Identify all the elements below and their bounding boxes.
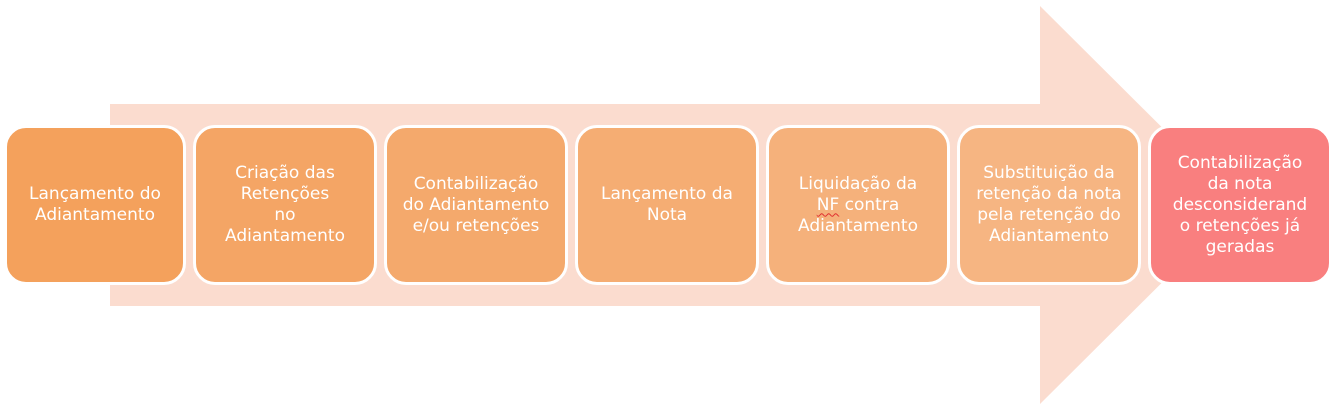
- step-6-label: Substituição da retenção da nota pela re…: [976, 163, 1122, 246]
- step-5: Liquidação da NF contra Adiantamento: [766, 125, 950, 285]
- step-4-label: Lançamento da Nota: [601, 184, 733, 225]
- step-2: Criação das Retenções no Adiantamento: [193, 125, 377, 285]
- step-5-label: Liquidação da NF contra Adiantamento: [798, 174, 918, 237]
- step-6: Substituição da retenção da nota pela re…: [957, 125, 1141, 285]
- step-7-label: Contabilização da nota desconsiderand o …: [1172, 152, 1308, 257]
- step-1-label: Lançamento do Adiantamento: [29, 184, 161, 225]
- step-5-label-end: contra Adiantamento: [798, 194, 918, 236]
- step-7: Contabilização da nota desconsiderand o …: [1148, 125, 1332, 285]
- step-5-label-start: Liquidação da: [798, 173, 918, 194]
- step-3: Contabilização do Adiantamento e/ou rete…: [384, 125, 568, 285]
- step-2-label: Criação das Retenções no Adiantamento: [225, 163, 345, 246]
- step-1: Lançamento do Adiantamento: [4, 125, 186, 285]
- step-3-label: Contabilização do Adiantamento e/ou rete…: [402, 173, 550, 236]
- step-4: Lançamento da Nota: [575, 125, 759, 285]
- spellcheck-flagged-word: NF: [816, 194, 840, 215]
